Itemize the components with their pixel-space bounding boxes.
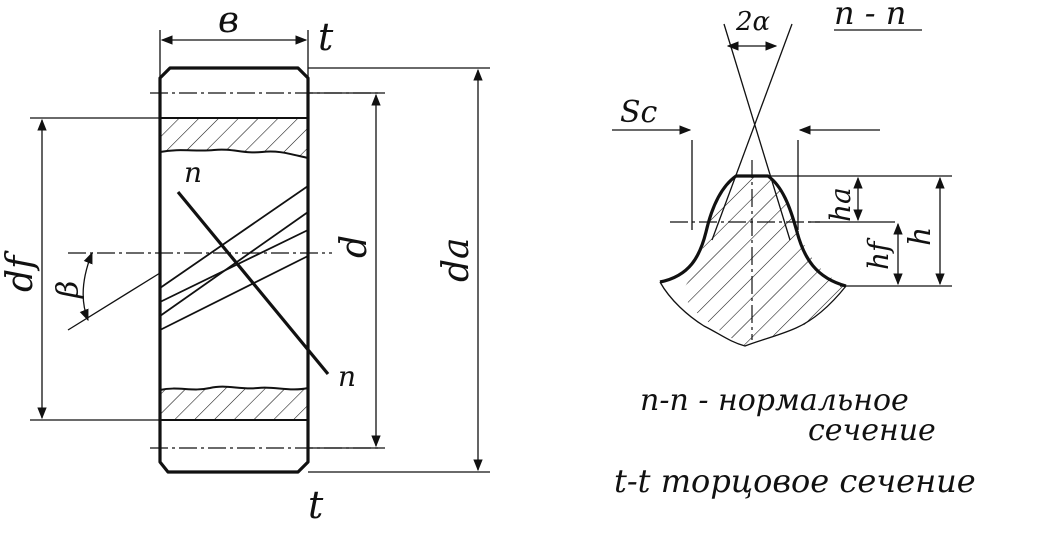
captions: n-n - нормальное сечение t-t торцовое се… <box>614 383 976 500</box>
helix-line-4 <box>159 255 309 331</box>
ha-label: ha <box>824 187 857 222</box>
n-upper-label: n <box>184 156 202 189</box>
width-label: в <box>218 0 239 41</box>
pressure-line-right <box>711 23 793 241</box>
caption-normal-line2: сечение <box>808 413 936 448</box>
df-label: df <box>0 250 41 292</box>
t-bottom-label: t <box>308 483 324 527</box>
gear-side-view: в t t d da df β n n <box>0 0 490 527</box>
n-lower-label: n <box>338 360 356 393</box>
helix-line-2 <box>159 185 309 289</box>
caption-normal-line1: n-n - нормальное <box>640 383 909 418</box>
helix-line-1 <box>159 211 309 317</box>
beta-angle-arc <box>79 251 93 322</box>
two-alpha-label: 2α <box>735 7 771 37</box>
sc-label: Sc <box>620 95 658 130</box>
beta-label: β <box>51 281 86 299</box>
h-label: h <box>903 227 938 246</box>
section-line-nn <box>176 190 330 376</box>
section-title: n - n <box>834 0 906 32</box>
da-label: da <box>436 237 477 282</box>
rim-bottom-hatch <box>159 385 309 421</box>
normal-section-view: n - n 2α Sc ha hf h <box>612 0 952 347</box>
pressure-line-left <box>723 23 791 241</box>
helix-line-3 <box>159 229 309 303</box>
hf-label: hf <box>862 237 895 270</box>
d-label: d <box>334 235 375 258</box>
t-top-label: t <box>318 15 334 59</box>
tooth-break-line <box>659 281 847 347</box>
caption-face: t-t торцовое сечение <box>614 462 976 500</box>
rim-top-hatch <box>159 117 309 160</box>
gear-outline <box>158 66 310 474</box>
